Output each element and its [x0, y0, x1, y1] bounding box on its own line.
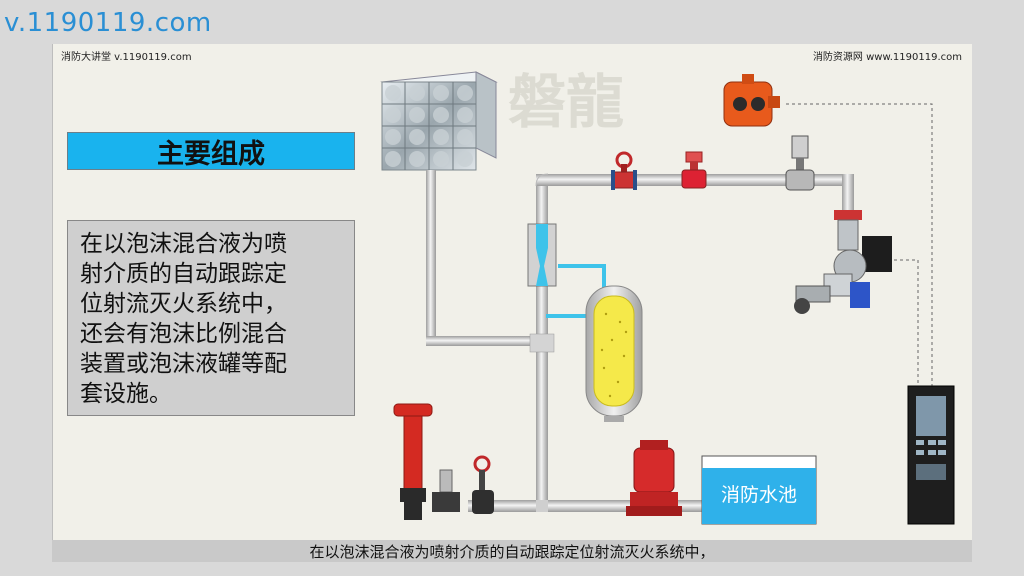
valve-icon	[785, 135, 815, 191]
proportioner-icon	[527, 223, 557, 287]
water-tank-icon	[380, 71, 498, 171]
hydrant-icon	[393, 403, 433, 520]
logo-watermark: 磐龍	[508, 68, 624, 136]
body-line: 位射流灭火系统中，	[80, 291, 287, 317]
body-line: 套设施。	[80, 381, 172, 407]
foam-tank-icon	[585, 285, 643, 422]
cannon-icon	[794, 210, 892, 314]
valve-icon	[472, 455, 494, 514]
header-right-text: 消防资源网 www.1190119.com	[812, 52, 962, 63]
body-line: 在以泡沫混合液为喷	[80, 231, 287, 257]
control-cabinet-icon	[907, 385, 955, 525]
body-line: 射介质的自动跟踪定	[80, 261, 287, 287]
body-text-box: 在以泡沫混合液为喷 射介质的自动跟踪定 位射流灭火系统中， 还会有泡沫比例混合 …	[67, 220, 355, 416]
fire-pool-label: 消防水池	[720, 484, 797, 506]
body-line: 装置或泡沫液罐等配	[80, 351, 287, 377]
diagram-svg: 磐龍	[380, 68, 955, 525]
detector-icon	[723, 74, 780, 127]
valve-icon	[611, 151, 637, 190]
pump-icon	[626, 440, 682, 516]
slide-title: 主要组成	[157, 138, 265, 170]
bottom-strip	[0, 562, 1024, 576]
valve-icon	[681, 151, 707, 189]
valve-icon	[432, 469, 460, 512]
subtitle-text: 在以泡沫混合液为喷射介质的自动跟踪定位射流灭火系统中，	[309, 542, 715, 561]
subtitle-bar: 在以泡沫混合液为喷射介质的自动跟踪定位射流灭火系统中，	[52, 540, 972, 562]
system-diagram: 磐龍	[368, 60, 972, 536]
title-box: 主要组成	[67, 132, 355, 170]
fire-pool	[701, 455, 817, 525]
body-line: 还会有泡沫比例混合	[80, 321, 287, 347]
header-left-text: 消防大讲堂 v.1190119.com	[61, 52, 192, 63]
site-watermark: v.1190119.com	[4, 8, 212, 38]
